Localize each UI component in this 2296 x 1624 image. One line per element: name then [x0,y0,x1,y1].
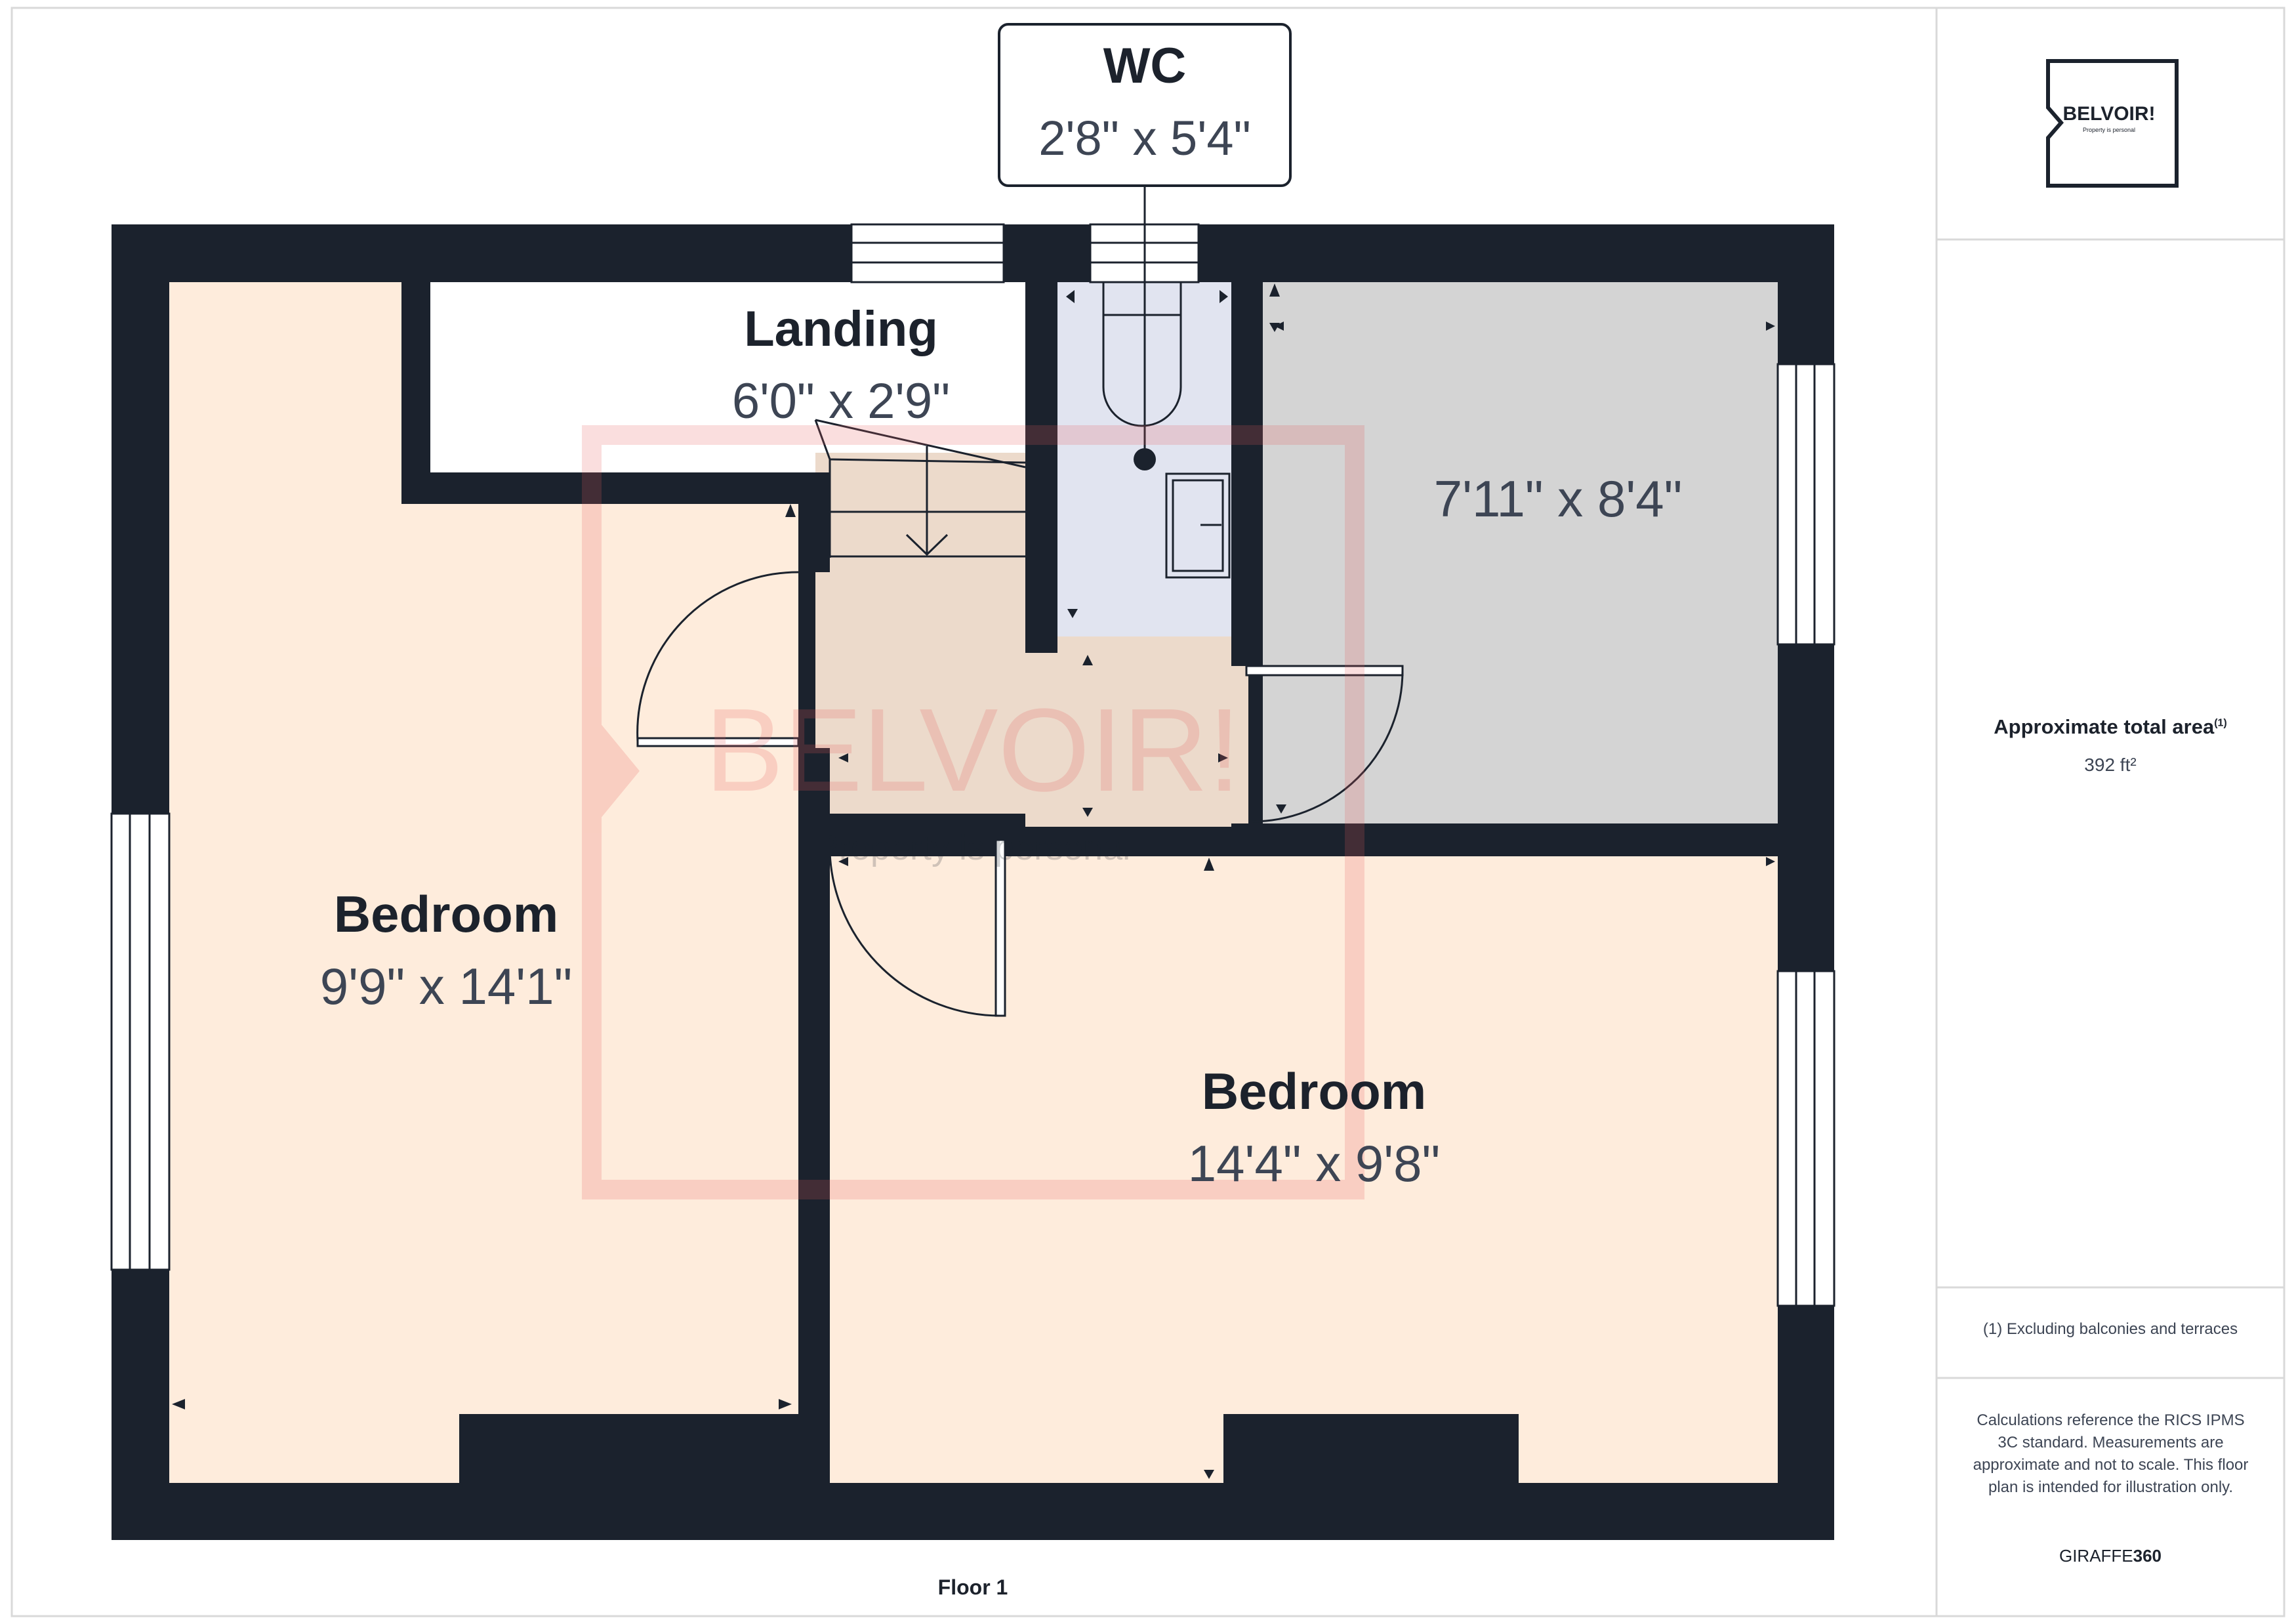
floor-label: Floor 1 [938,1575,1008,1599]
staircase [814,419,1026,558]
unlabeled-room-floor [1263,282,1778,823]
watermark [582,425,1364,1199]
bedroom-left-floor [169,282,401,1483]
door-unlabeled-room [1245,665,1404,823]
door-bedroom-right [829,839,1006,1017]
bottom-wall-notch [459,1414,800,1483]
toilet-icon [1102,281,1182,427]
window [110,812,171,1271]
watermark-name: BELVOIR! [705,684,1241,816]
door-bedroom-left [636,571,800,747]
wc-wall [1025,282,1057,653]
area-value: 392 ft² [2084,755,2137,775]
landing-dims: 6'0" x 2'9" [732,373,950,429]
bedroom-right-floor [830,856,1778,1483]
watermark-tagline: Property is personal [815,828,1130,867]
wc-title: WC [1103,38,1187,94]
brand-prefix: GIRAFFE [2059,1546,2133,1566]
wc-dims: 2'8" x 5'4" [1038,111,1251,165]
window [850,223,1005,283]
hall-wall [798,472,830,572]
bedroom-right-dims: 14'4" x 9'8" [1188,1135,1440,1192]
unlabeled-room-wall [1231,823,1834,856]
landing-wall [401,472,800,504]
logo-box [2046,59,2179,188]
dimension-arrows [172,283,1775,1479]
wc-callout-dot [1134,448,1156,470]
hall-wall [798,748,830,1483]
bedroom-left-title: Bedroom [334,885,558,943]
window [1776,363,1835,646]
area-summary: Approximate total area(1) [1943,715,2278,739]
wc-wall [1231,282,1263,666]
unlabeled-room-dims: 7'11" x 8'4" [1434,470,1683,528]
page-border [10,7,2286,1617]
area-footnote: (1) Excluding balconies and terraces [1982,1320,2238,1338]
landing-floor [430,282,1025,472]
bedroom-right-wall [1000,830,1263,856]
bedroom-left-floor [401,504,798,1483]
bedroom-left-dims: 9'9" x 14'1" [320,957,572,1015]
window [1776,970,1835,1307]
landing-title: Landing [744,301,938,357]
brand-mark: GIRAFFE360 [1943,1546,2278,1566]
hall-floor [815,453,1025,814]
sink-icon [1165,472,1231,579]
area-title: Approximate total area [1994,715,2215,738]
wc-callout-box [998,23,1292,187]
brand-suffix: 360 [2133,1546,2162,1566]
hall-floor [1025,636,1248,827]
disclaimer: Calculations reference the RICS IPMS 3C … [1973,1411,2249,1496]
bedroom-right-title: Bedroom [1202,1062,1426,1120]
area-footnote-marker: (1) [2214,717,2227,729]
landing-wall [401,282,430,504]
bottom-wall-notch [1223,1414,1519,1483]
logo-name: BELVOIR! [2062,103,2155,125]
logo-tagline: Property is personal [2083,127,2135,133]
